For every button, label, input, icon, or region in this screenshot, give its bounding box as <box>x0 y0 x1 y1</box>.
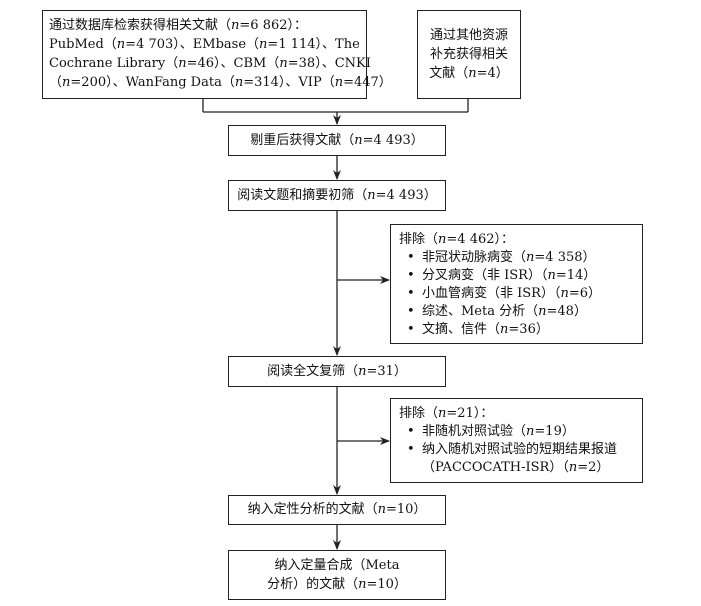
screening-box: 阅读文题和摘要初筛（n=4 493） <box>228 180 446 211</box>
quantitative-synthesis-line-1: 纳入定量合成（Meta <box>274 558 400 573</box>
bullet-icon: • <box>407 250 415 265</box>
exclusion-2-item-1: 非随机对照试验（n=19） <box>422 424 575 439</box>
other-sources-line-3: 文献（n=4） <box>429 66 509 81</box>
database-search-line-1: 通过数据库检索获得相关文献（n=6 862）： <box>49 18 308 33</box>
qualitative-analysis-text: 纳入定性分析的文献（n=10） <box>247 502 427 517</box>
bullet-icon: • <box>407 268 415 283</box>
exclusion-2-item-2: 纳入随机对照试验的短期结果报道 <box>422 442 618 457</box>
dedup-box: 剔重后获得文献（n=4 493） <box>228 125 446 156</box>
quantitative-synthesis-box: 纳入定量合成（Meta 分析）的文献（n=10） <box>228 550 446 600</box>
fulltext-review-box: 阅读全文复筛（n=31） <box>228 356 446 387</box>
bullet-icon: • <box>407 286 415 301</box>
exclusion-2-title: 排除（n=21）： <box>399 406 494 421</box>
exclusion-1-title: 排除（n=4 462）： <box>399 232 515 247</box>
dedup-text: 剔重后获得文献（n=4 493） <box>250 133 424 148</box>
bullet-icon: • <box>407 442 415 457</box>
exclusion-1-item-4: 综述、Meta 分析（n=48） <box>422 304 587 319</box>
database-search-line-2: PubMed（n=4 703）、EMbase（n=1 114）、The <box>49 37 360 52</box>
other-sources-line-1: 通过其他资源 <box>429 28 508 43</box>
database-search-box: 通过数据库检索获得相关文献（n=6 862）： PubMed（n=4 703）、… <box>42 10 392 99</box>
exclusion-1-item-1: 非冠状动脉病变（n=4 358） <box>422 250 596 265</box>
fulltext-review-text: 阅读全文复筛（n=31） <box>267 364 407 379</box>
qualitative-analysis-box: 纳入定性分析的文献（n=10） <box>228 495 446 525</box>
bullet-icon: • <box>407 304 415 319</box>
bullet-icon: • <box>407 424 415 439</box>
other-sources-line-2: 补充获得相关 <box>429 47 508 62</box>
exclusion-1-item-3: 小血管病变（非 ISR）（n=6） <box>422 286 602 301</box>
other-sources-box: 通过其他资源 补充获得相关 文献（n=4） <box>417 10 521 99</box>
exclusion-box-2: 排除（n=21）： • 非随机对照试验（n=19） • 纳入随机对照试验的短期结… <box>390 398 643 483</box>
quantitative-synthesis-line-2: 分析）的文献（n=10） <box>267 577 407 592</box>
exclusion-2-item-2-cont: （PACCOCATH-ISR）（n=2） <box>422 460 610 475</box>
database-search-line-3: Cochrane Library（n=46）、CBM（n=38）、CNKI <box>49 56 371 71</box>
screening-text: 阅读文题和摘要初筛（n=4 493） <box>237 188 437 203</box>
bullet-icon: • <box>407 322 415 337</box>
exclusion-1-item-2: 分叉病变（非 ISR）（n=14） <box>422 268 597 283</box>
exclusion-box-1: 排除（n=4 462）： • 非冠状动脉病变（n=4 358） • 分叉病变（非… <box>390 224 643 344</box>
exclusion-1-item-5: 文摘、信件（n=36） <box>422 322 549 337</box>
database-search-line-4: （n=200）、WanFang Data（n=314）、VIP（n=447） <box>49 75 392 90</box>
